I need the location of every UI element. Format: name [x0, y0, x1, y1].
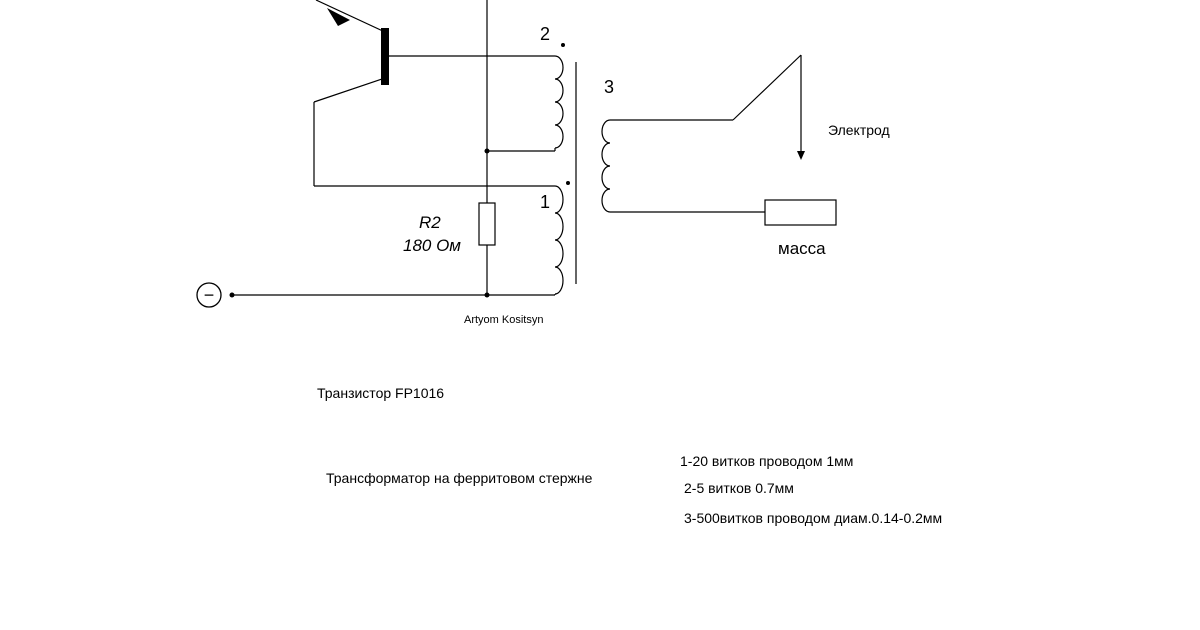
- coil-1: [554, 185, 564, 295]
- transistor-note: Транзистор FP1016: [317, 385, 444, 401]
- author-credit: Artyom Kositsyn: [464, 314, 543, 326]
- winding-note-1: 1-20 витков проводом 1мм: [680, 453, 853, 469]
- winding-note-2: 2-5 витков 0.7мм: [684, 480, 794, 496]
- transformer-note: Трансформатор на ферритовом стержне: [326, 470, 593, 486]
- polarity-dot: [566, 181, 570, 185]
- ground-label: масса: [778, 239, 826, 258]
- electrode-arrow-icon: [797, 151, 805, 160]
- supply-wiring: [478, 0, 496, 298]
- minus-sign: −: [204, 285, 215, 305]
- coil-2: [554, 55, 564, 149]
- minus-terminal: −: [196, 282, 235, 308]
- winding-3: [601, 54, 837, 226]
- winding-label-2: 2: [540, 24, 550, 44]
- coil-3: [601, 119, 611, 213]
- ground-block: [764, 199, 837, 226]
- electrode-label: Электрод: [828, 122, 890, 138]
- resistor-value: 180 Ом: [403, 236, 461, 255]
- polarity-dot: [561, 43, 565, 47]
- transistor-base-bar: [381, 28, 389, 85]
- emitter-arrow-icon: [327, 8, 350, 26]
- transistor-symbol: [313, 0, 389, 186]
- winding-1: [232, 181, 570, 296]
- winding-note-3: 3-500витков проводом диам.0.14-0.2мм: [684, 510, 942, 526]
- resistor-r2: [478, 202, 496, 246]
- resistor-name: R2: [419, 213, 441, 232]
- winding-label-3: 3: [604, 77, 614, 97]
- winding-2: [389, 43, 565, 152]
- winding-label-1: 1: [540, 192, 550, 212]
